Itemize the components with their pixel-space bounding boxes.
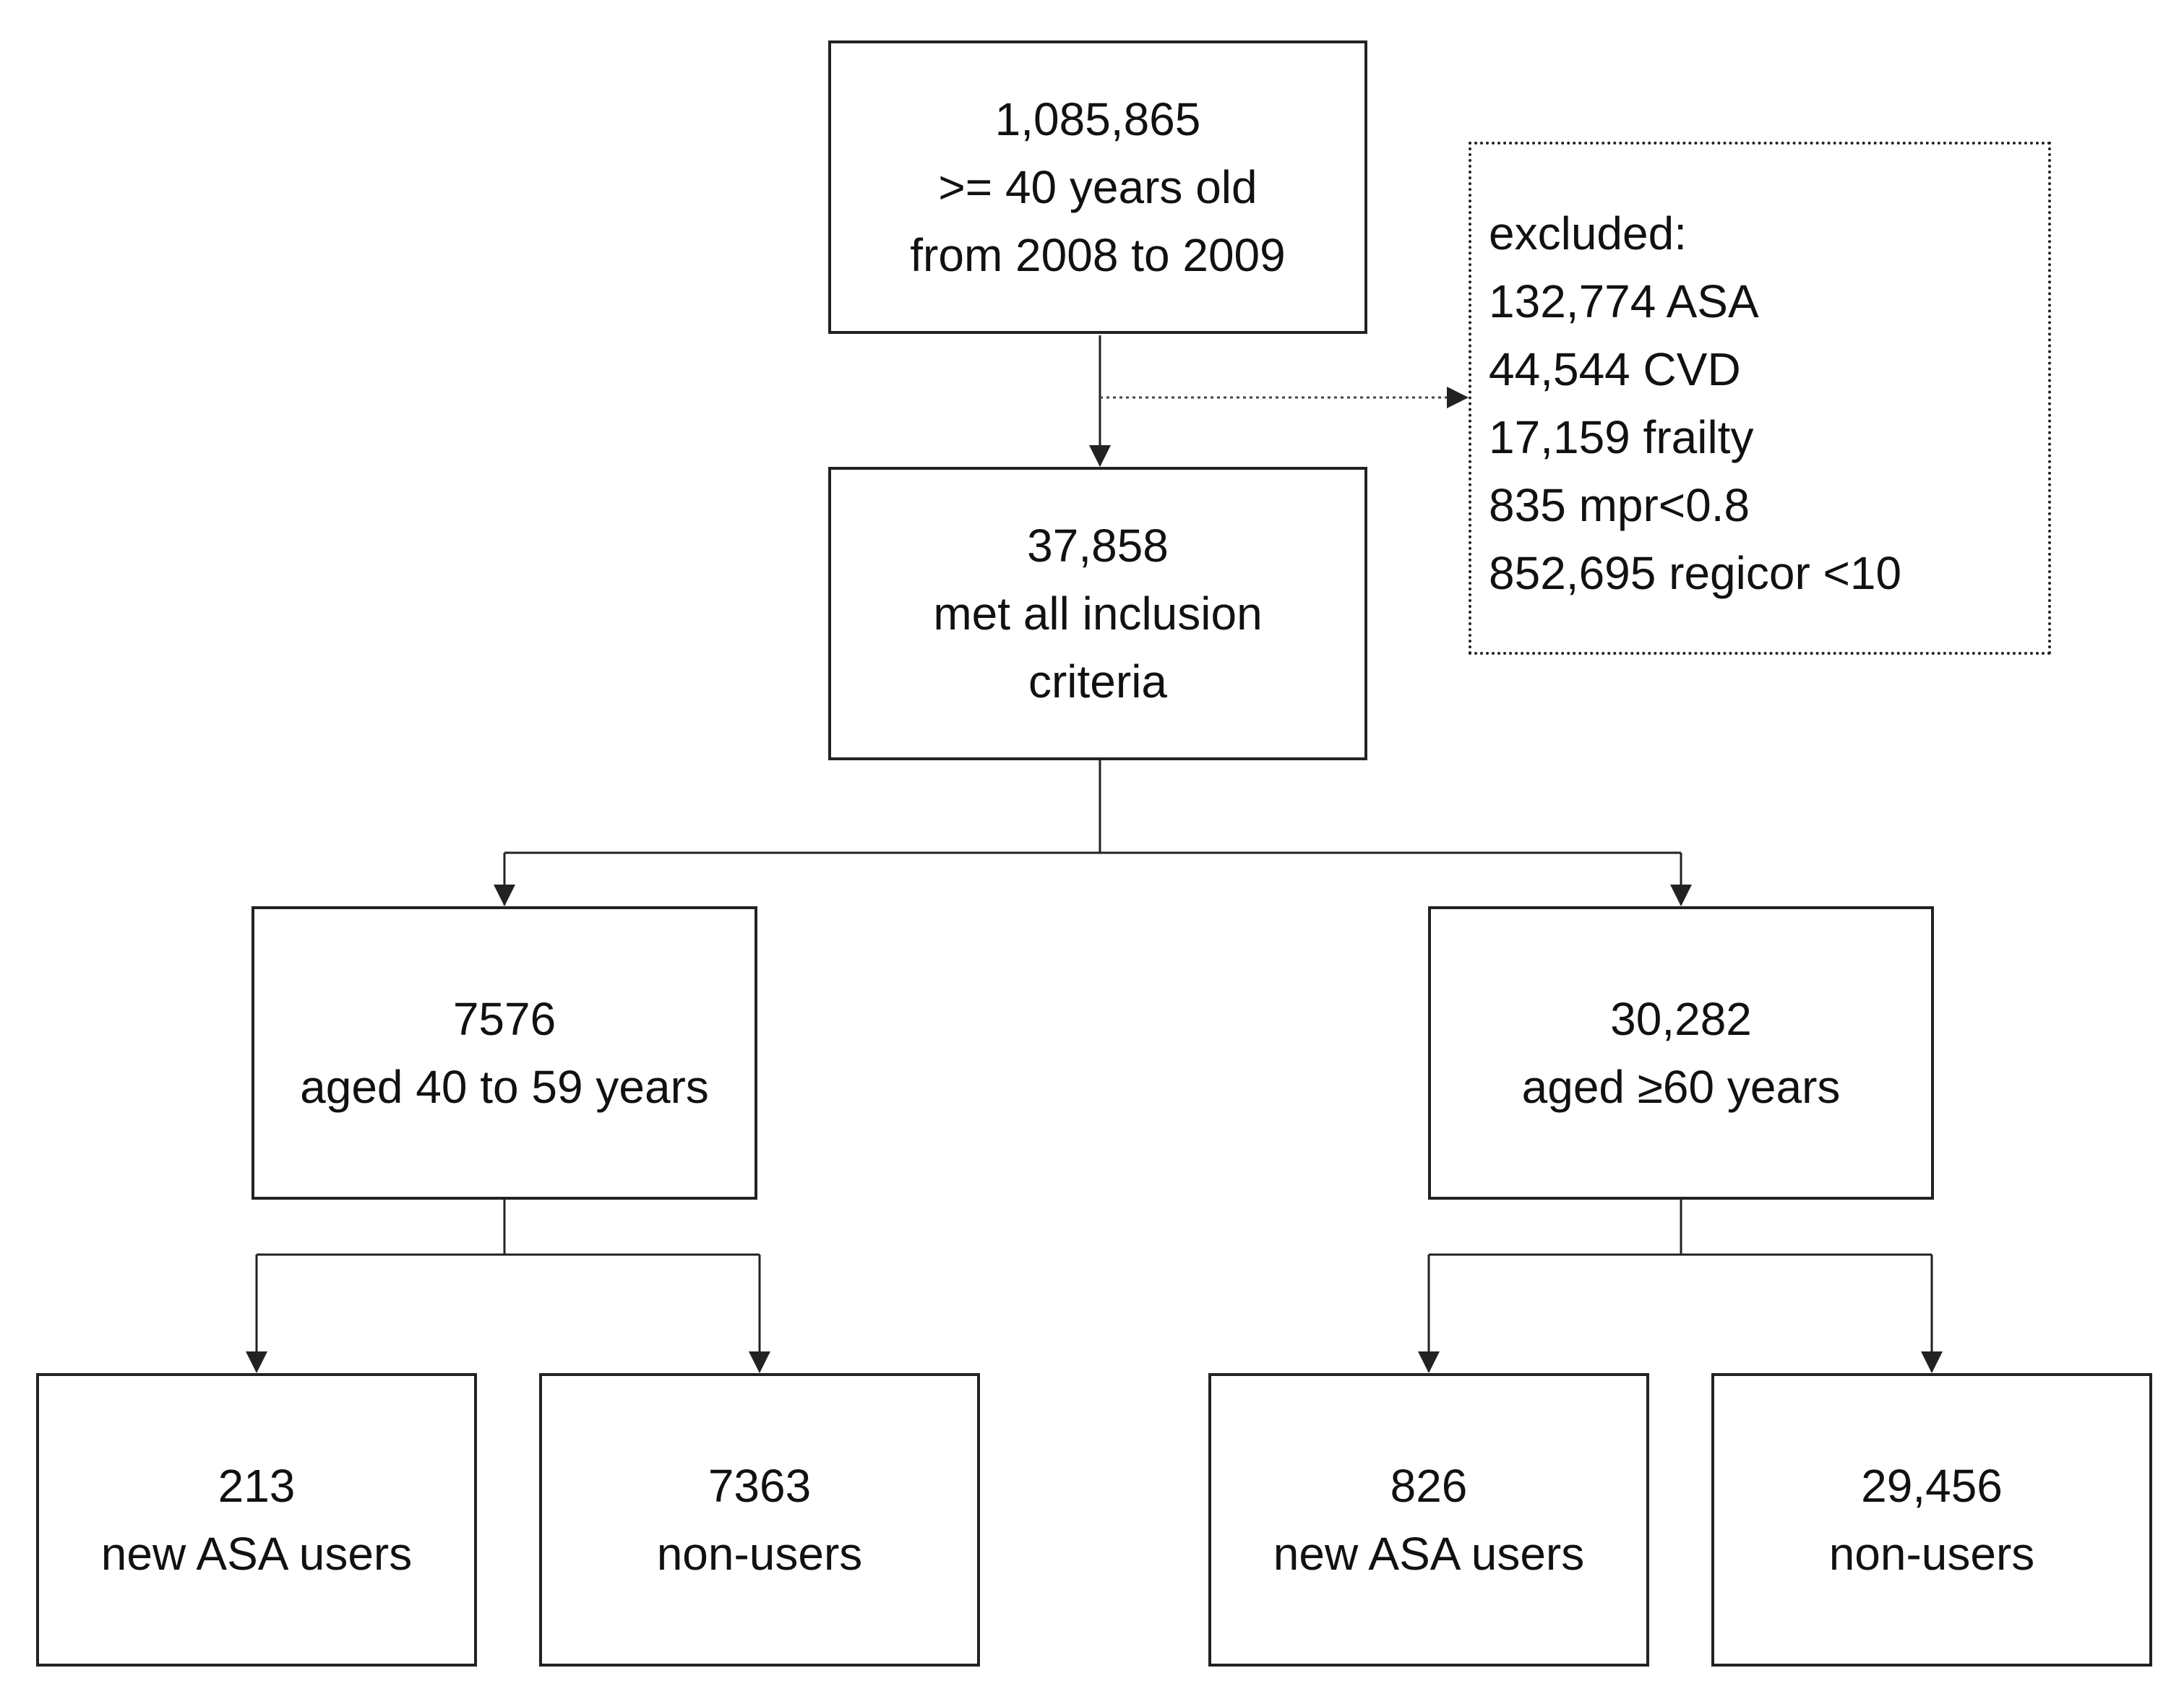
- age-60-plus-label: aged ≥60 years: [1521, 1061, 1841, 1113]
- age-60-plus-box: 30,282 aged ≥60 years: [1428, 906, 1934, 1200]
- exclusion-item: 132,774 ASA: [1489, 275, 1759, 327]
- exclusion-item: 835 mpr<0.8: [1489, 479, 1750, 531]
- old-new-users-box: 826 new ASA users: [1208, 1373, 1649, 1667]
- old-nonusers-label: non-users: [1828, 1528, 2035, 1580]
- total-period: from 2008 to 2009: [910, 229, 1286, 281]
- total-count: 1,085,865: [994, 93, 1201, 145]
- included-population-box: 37,858 met all inclusion criteria: [828, 467, 1367, 760]
- old-new-users-count: 826: [1390, 1460, 1468, 1512]
- young-new-users-box: 213 new ASA users: [36, 1373, 477, 1667]
- age-40-59-label: aged 40 to 59 years: [300, 1061, 709, 1113]
- age-40-59-count: 7576: [452, 993, 556, 1045]
- total-age-criterion: >= 40 years old: [938, 161, 1257, 213]
- included-count: 37,858: [1027, 520, 1169, 572]
- exclusion-item: 44,544 CVD: [1489, 343, 1741, 395]
- included-label-line2: criteria: [1028, 655, 1168, 708]
- young-nonusers-count: 7363: [708, 1460, 812, 1512]
- young-new-users-count: 213: [218, 1460, 296, 1512]
- exclusion-item: 852,695 regicor <10: [1489, 547, 1902, 599]
- age-60-plus-count: 30,282: [1610, 993, 1752, 1045]
- old-nonusers-count: 29,456: [1861, 1460, 2003, 1512]
- exclusions-box: excluded: 132,774 ASA 44,544 CVD 17,159 …: [1469, 142, 2051, 655]
- old-new-users-label: new ASA users: [1273, 1528, 1585, 1580]
- young-nonusers-box: 7363 non-users: [539, 1373, 980, 1667]
- total-population-box: 1,085,865 >= 40 years old from 2008 to 2…: [828, 40, 1367, 334]
- age-40-59-box: 7576 aged 40 to 59 years: [251, 906, 757, 1200]
- young-new-users-label: new ASA users: [100, 1528, 413, 1580]
- included-label-line1: met all inclusion: [933, 588, 1263, 640]
- exclusion-item: 17,159 frailty: [1489, 411, 1754, 463]
- old-nonusers-box: 29,456 non-users: [1711, 1373, 2152, 1667]
- exclusions-heading: excluded:: [1489, 207, 1687, 259]
- young-nonusers-label: non-users: [656, 1528, 863, 1580]
